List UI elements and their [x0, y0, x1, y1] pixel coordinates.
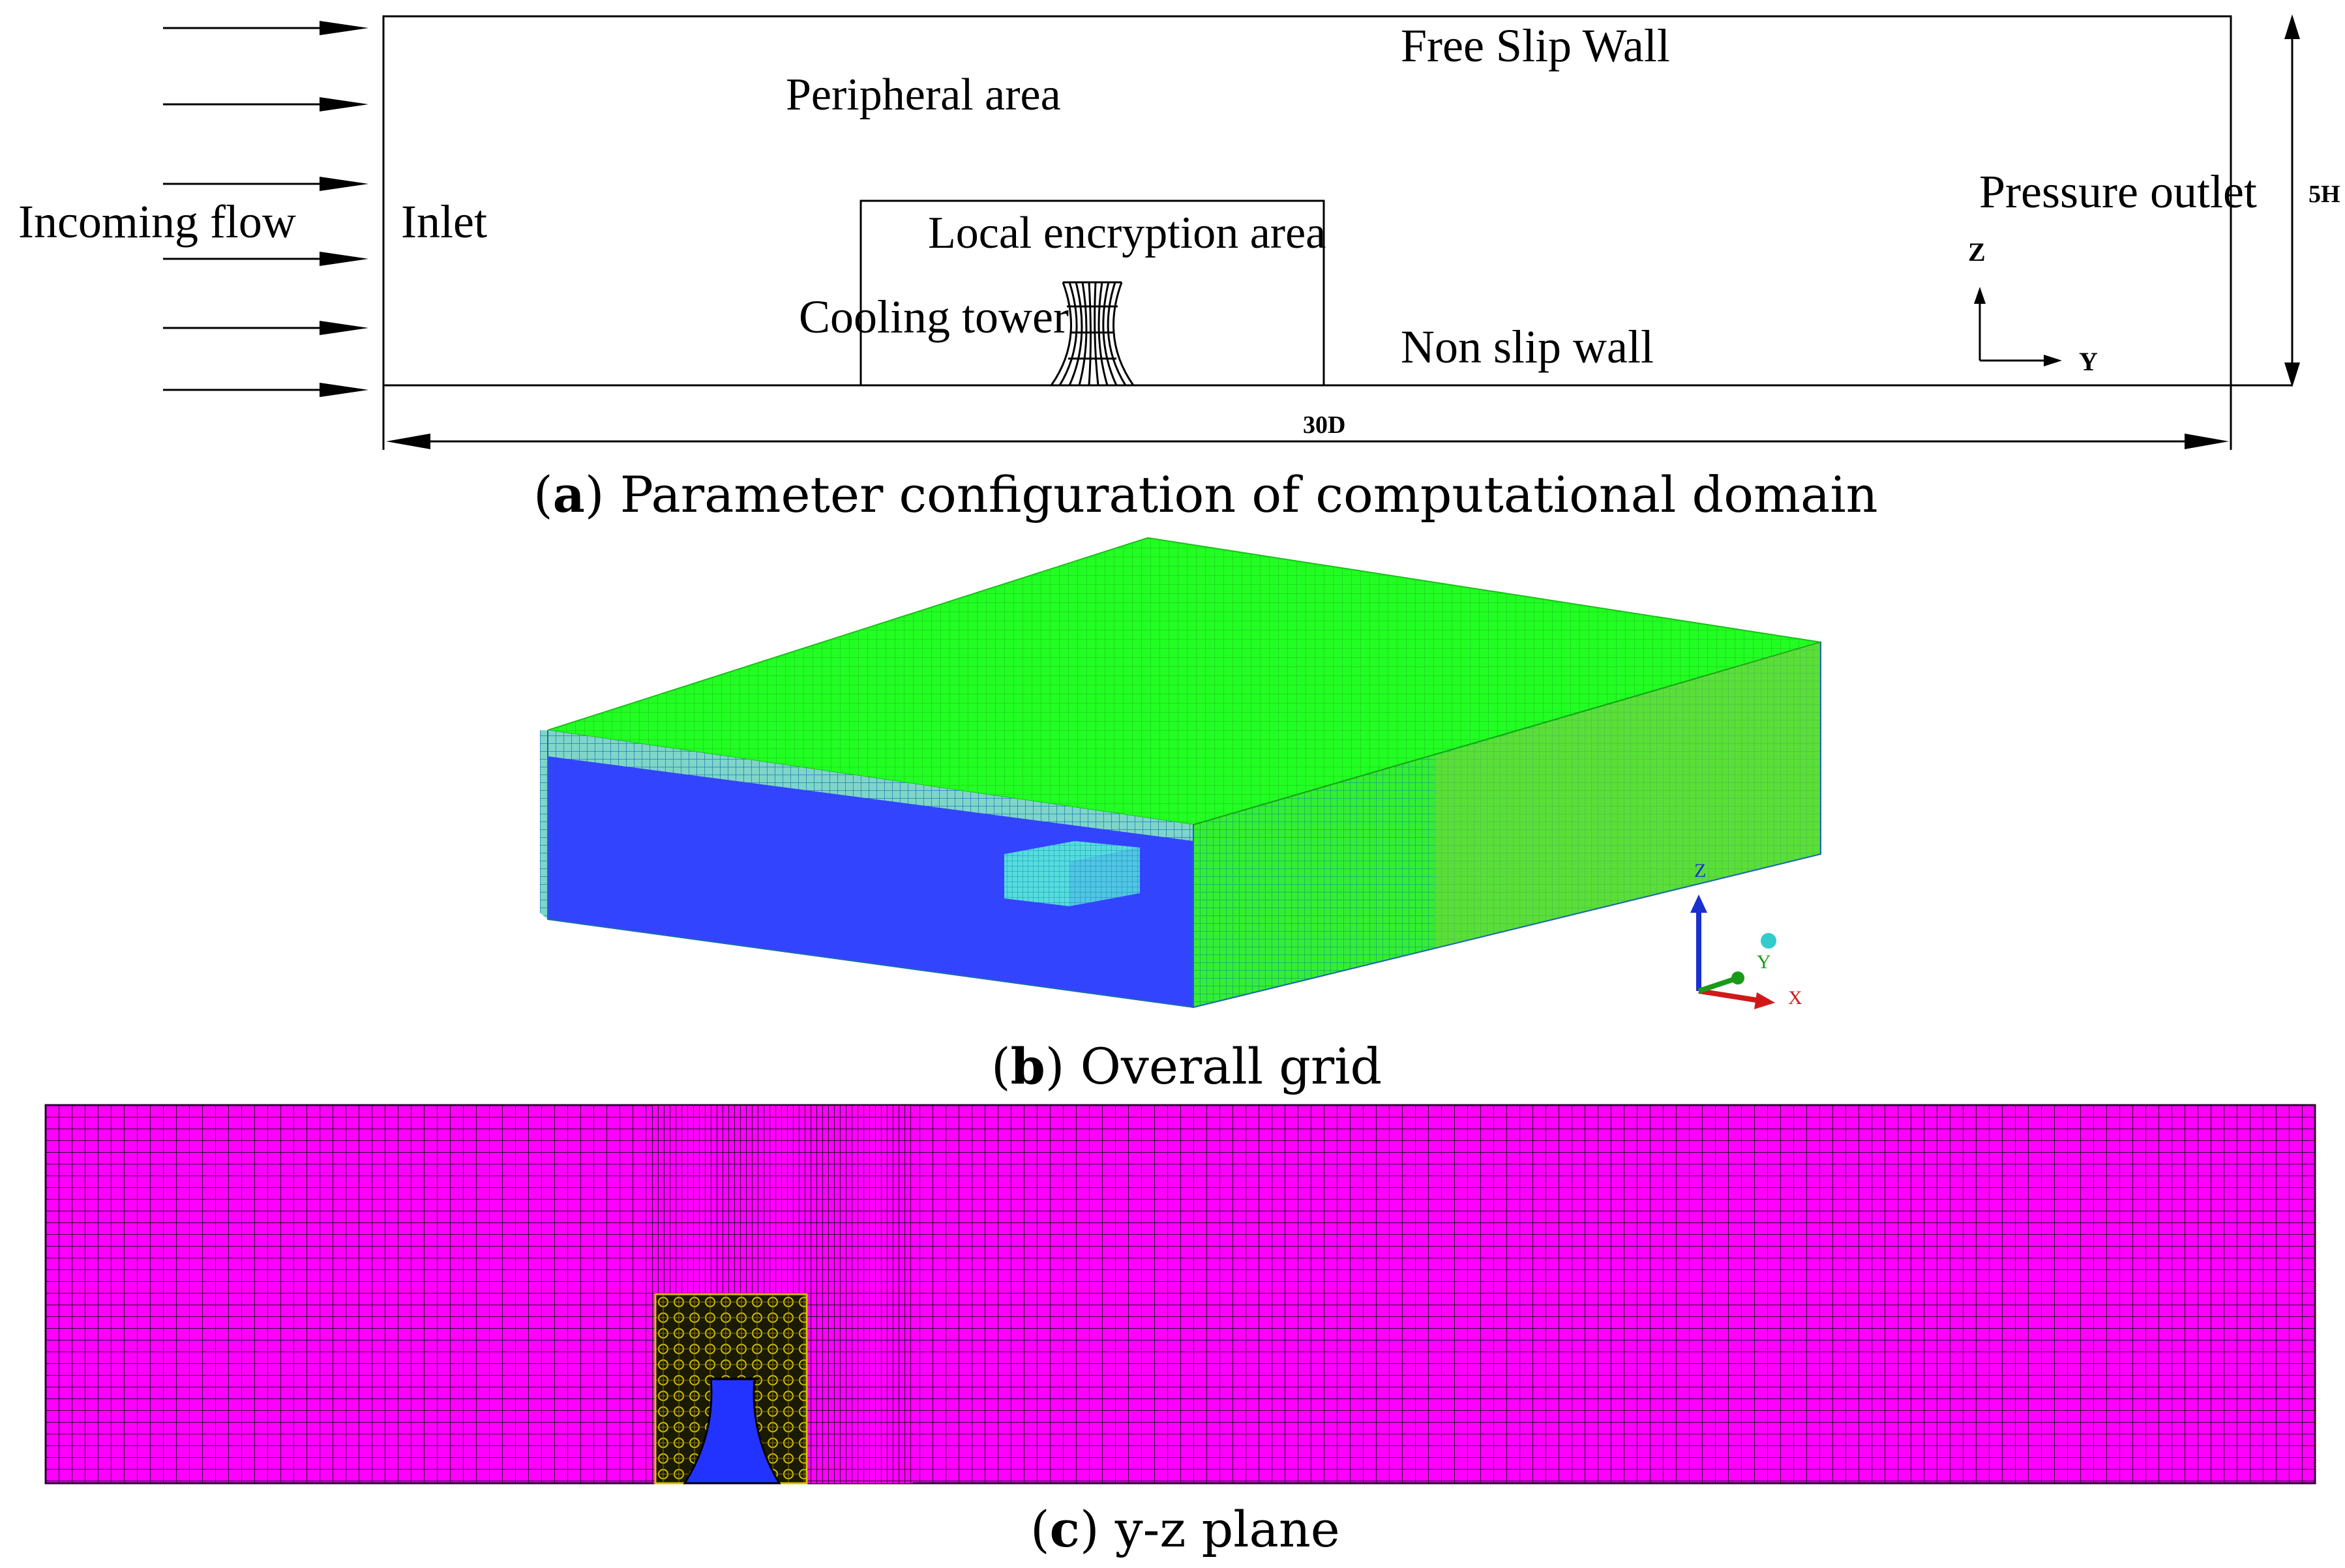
triad-x-label: X	[1788, 987, 1802, 1009]
panel-b: Z Y X (b) Overall grid	[540, 537, 1821, 1095]
dense-block-front	[1004, 854, 1069, 906]
caption-c-text: y-z plane	[1114, 1500, 1340, 1558]
incoming-flow-label: Incoming flow	[18, 196, 296, 248]
caption-a-letter: a	[553, 466, 585, 524]
floor-plane	[548, 756, 1193, 1007]
panel-a: Incoming flow Inlet Peripheral area Free…	[18, 14, 2340, 524]
inlet-label: Inlet	[401, 196, 487, 248]
cooling-tower-icon	[1050, 281, 1135, 387]
free-slip-wall-label: Free Slip Wall	[1401, 20, 1670, 72]
length-dimension	[382, 385, 2232, 450]
height-dimension	[2284, 14, 2300, 387]
caption-b-text: Overall grid	[1081, 1037, 1382, 1095]
yz-mesh	[44, 1104, 2316, 1485]
xyz-triad-icon	[1690, 895, 1776, 1009]
axes-yz-icon	[1974, 287, 2062, 366]
axis-z-label: Z	[1968, 237, 1986, 267]
caption-a-text: Parameter configuration of computational…	[620, 466, 1878, 524]
local-encryption-area-label: Local encryption area	[928, 208, 1326, 258]
caption-c-letter: c	[1050, 1500, 1080, 1558]
incoming-flow-arrows	[163, 21, 368, 397]
panel-c: (c) y-z plane	[44, 1104, 2316, 1558]
back-wall-face	[548, 730, 1193, 848]
right-end-face	[1435, 642, 1821, 949]
height-dim-label: 5H	[2308, 181, 2340, 208]
axis-y-label: Y	[2079, 347, 2098, 376]
cooling-tower-label: Cooling tower	[799, 291, 1069, 343]
length-dim-label: 30D	[1303, 411, 1345, 439]
peripheral-area-label: Peripheral area	[786, 70, 1061, 120]
pressure-outlet-label: Pressure outlet	[1979, 166, 2257, 218]
triad-z-label: Z	[1694, 860, 1706, 881]
caption-b: (b) Overall grid	[991, 1037, 1382, 1095]
dense-block-side	[1069, 848, 1140, 906]
non-slip-wall-label: Non slip wall	[1401, 321, 1654, 373]
caption-b-letter: b	[1011, 1037, 1045, 1095]
caption-c: (c) y-z plane	[1030, 1500, 1340, 1558]
caption-a: (a) Parameter configuration of computati…	[533, 466, 1878, 524]
triad-y-label: Y	[1757, 951, 1771, 973]
left-end-face	[540, 730, 548, 919]
tower-section	[683, 1378, 781, 1485]
dense-block-top	[1004, 841, 1140, 862]
